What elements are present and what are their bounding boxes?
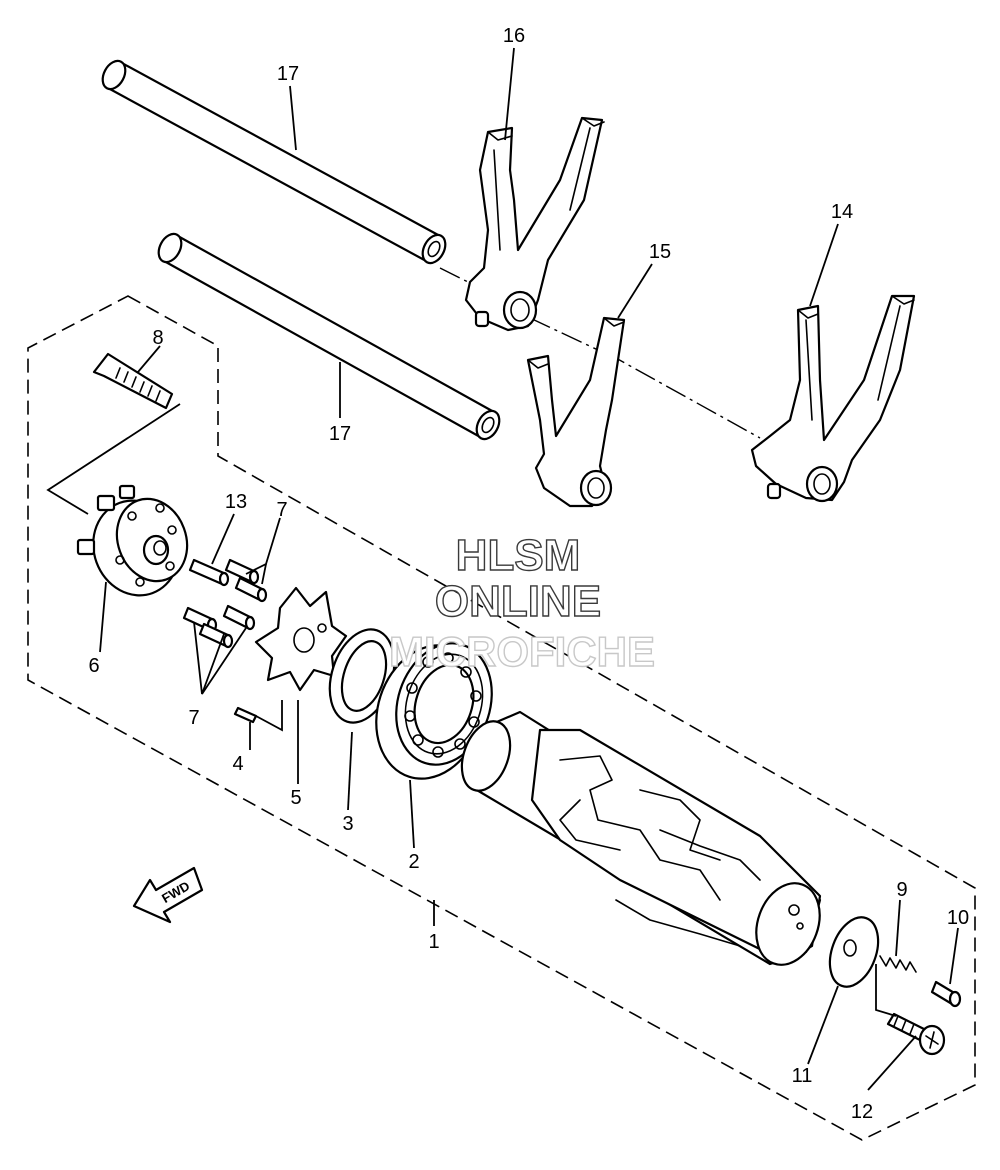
plate-11 bbox=[828, 916, 880, 988]
shift-cam-5 bbox=[254, 586, 348, 692]
callout-2: 2 bbox=[408, 851, 419, 873]
fwd-arrow-icon: FWD bbox=[132, 866, 204, 924]
callout-5: 5 bbox=[290, 787, 301, 809]
screw-8 bbox=[92, 352, 174, 410]
shift-fork-16 bbox=[464, 116, 605, 332]
callout-1: 1 bbox=[428, 931, 439, 953]
callout-16: 16 bbox=[503, 25, 525, 47]
fork-shaft-lower bbox=[157, 232, 501, 441]
segment-6 bbox=[76, 484, 189, 597]
callout-12: 12 bbox=[851, 1101, 873, 1123]
callout-8: 8 bbox=[152, 327, 163, 349]
callout-14: 14 bbox=[831, 201, 853, 223]
bearing-2 bbox=[375, 642, 493, 780]
callout-3: 3 bbox=[342, 813, 353, 835]
watermark-line1: HLSM bbox=[456, 531, 581, 580]
callout-13: 13 bbox=[225, 491, 247, 513]
callout-10: 10 bbox=[947, 907, 969, 929]
spring-9 bbox=[879, 955, 917, 973]
callout-7-upper: 7 bbox=[276, 499, 287, 521]
pins-7-and-13 bbox=[182, 558, 268, 724]
leader-lines bbox=[46, 47, 959, 1091]
watermark-line2: ONLINE bbox=[435, 577, 601, 626]
callout-7-lower: 7 bbox=[188, 707, 199, 729]
assembly-boundary bbox=[27, 295, 976, 1141]
callout-11: 11 bbox=[792, 1065, 813, 1087]
callout-17-upper: 17 bbox=[277, 63, 299, 85]
callout-4: 4 bbox=[232, 753, 243, 775]
watermark: HLSM ONLINE MICROFICHE bbox=[388, 530, 655, 675]
shift-fork-15 bbox=[526, 316, 626, 508]
callout-17-lower: 17 bbox=[329, 423, 351, 445]
callout-9: 9 bbox=[896, 879, 907, 901]
callout-15: 15 bbox=[649, 241, 671, 263]
pin-10 bbox=[930, 980, 962, 1008]
washer-3 bbox=[328, 628, 396, 724]
callout-6: 6 bbox=[88, 655, 99, 677]
screw-12 bbox=[886, 1012, 946, 1056]
fork-shaft-upper bbox=[101, 59, 447, 265]
shift-drum bbox=[460, 710, 822, 966]
watermark-line3: MICROFICHE bbox=[389, 628, 655, 675]
callout-labels: 16 17 15 14 8 17 13 7 6 7 4 5 3 2 1 9 10… bbox=[88, 25, 969, 1123]
shift-fork-14 bbox=[750, 294, 916, 503]
